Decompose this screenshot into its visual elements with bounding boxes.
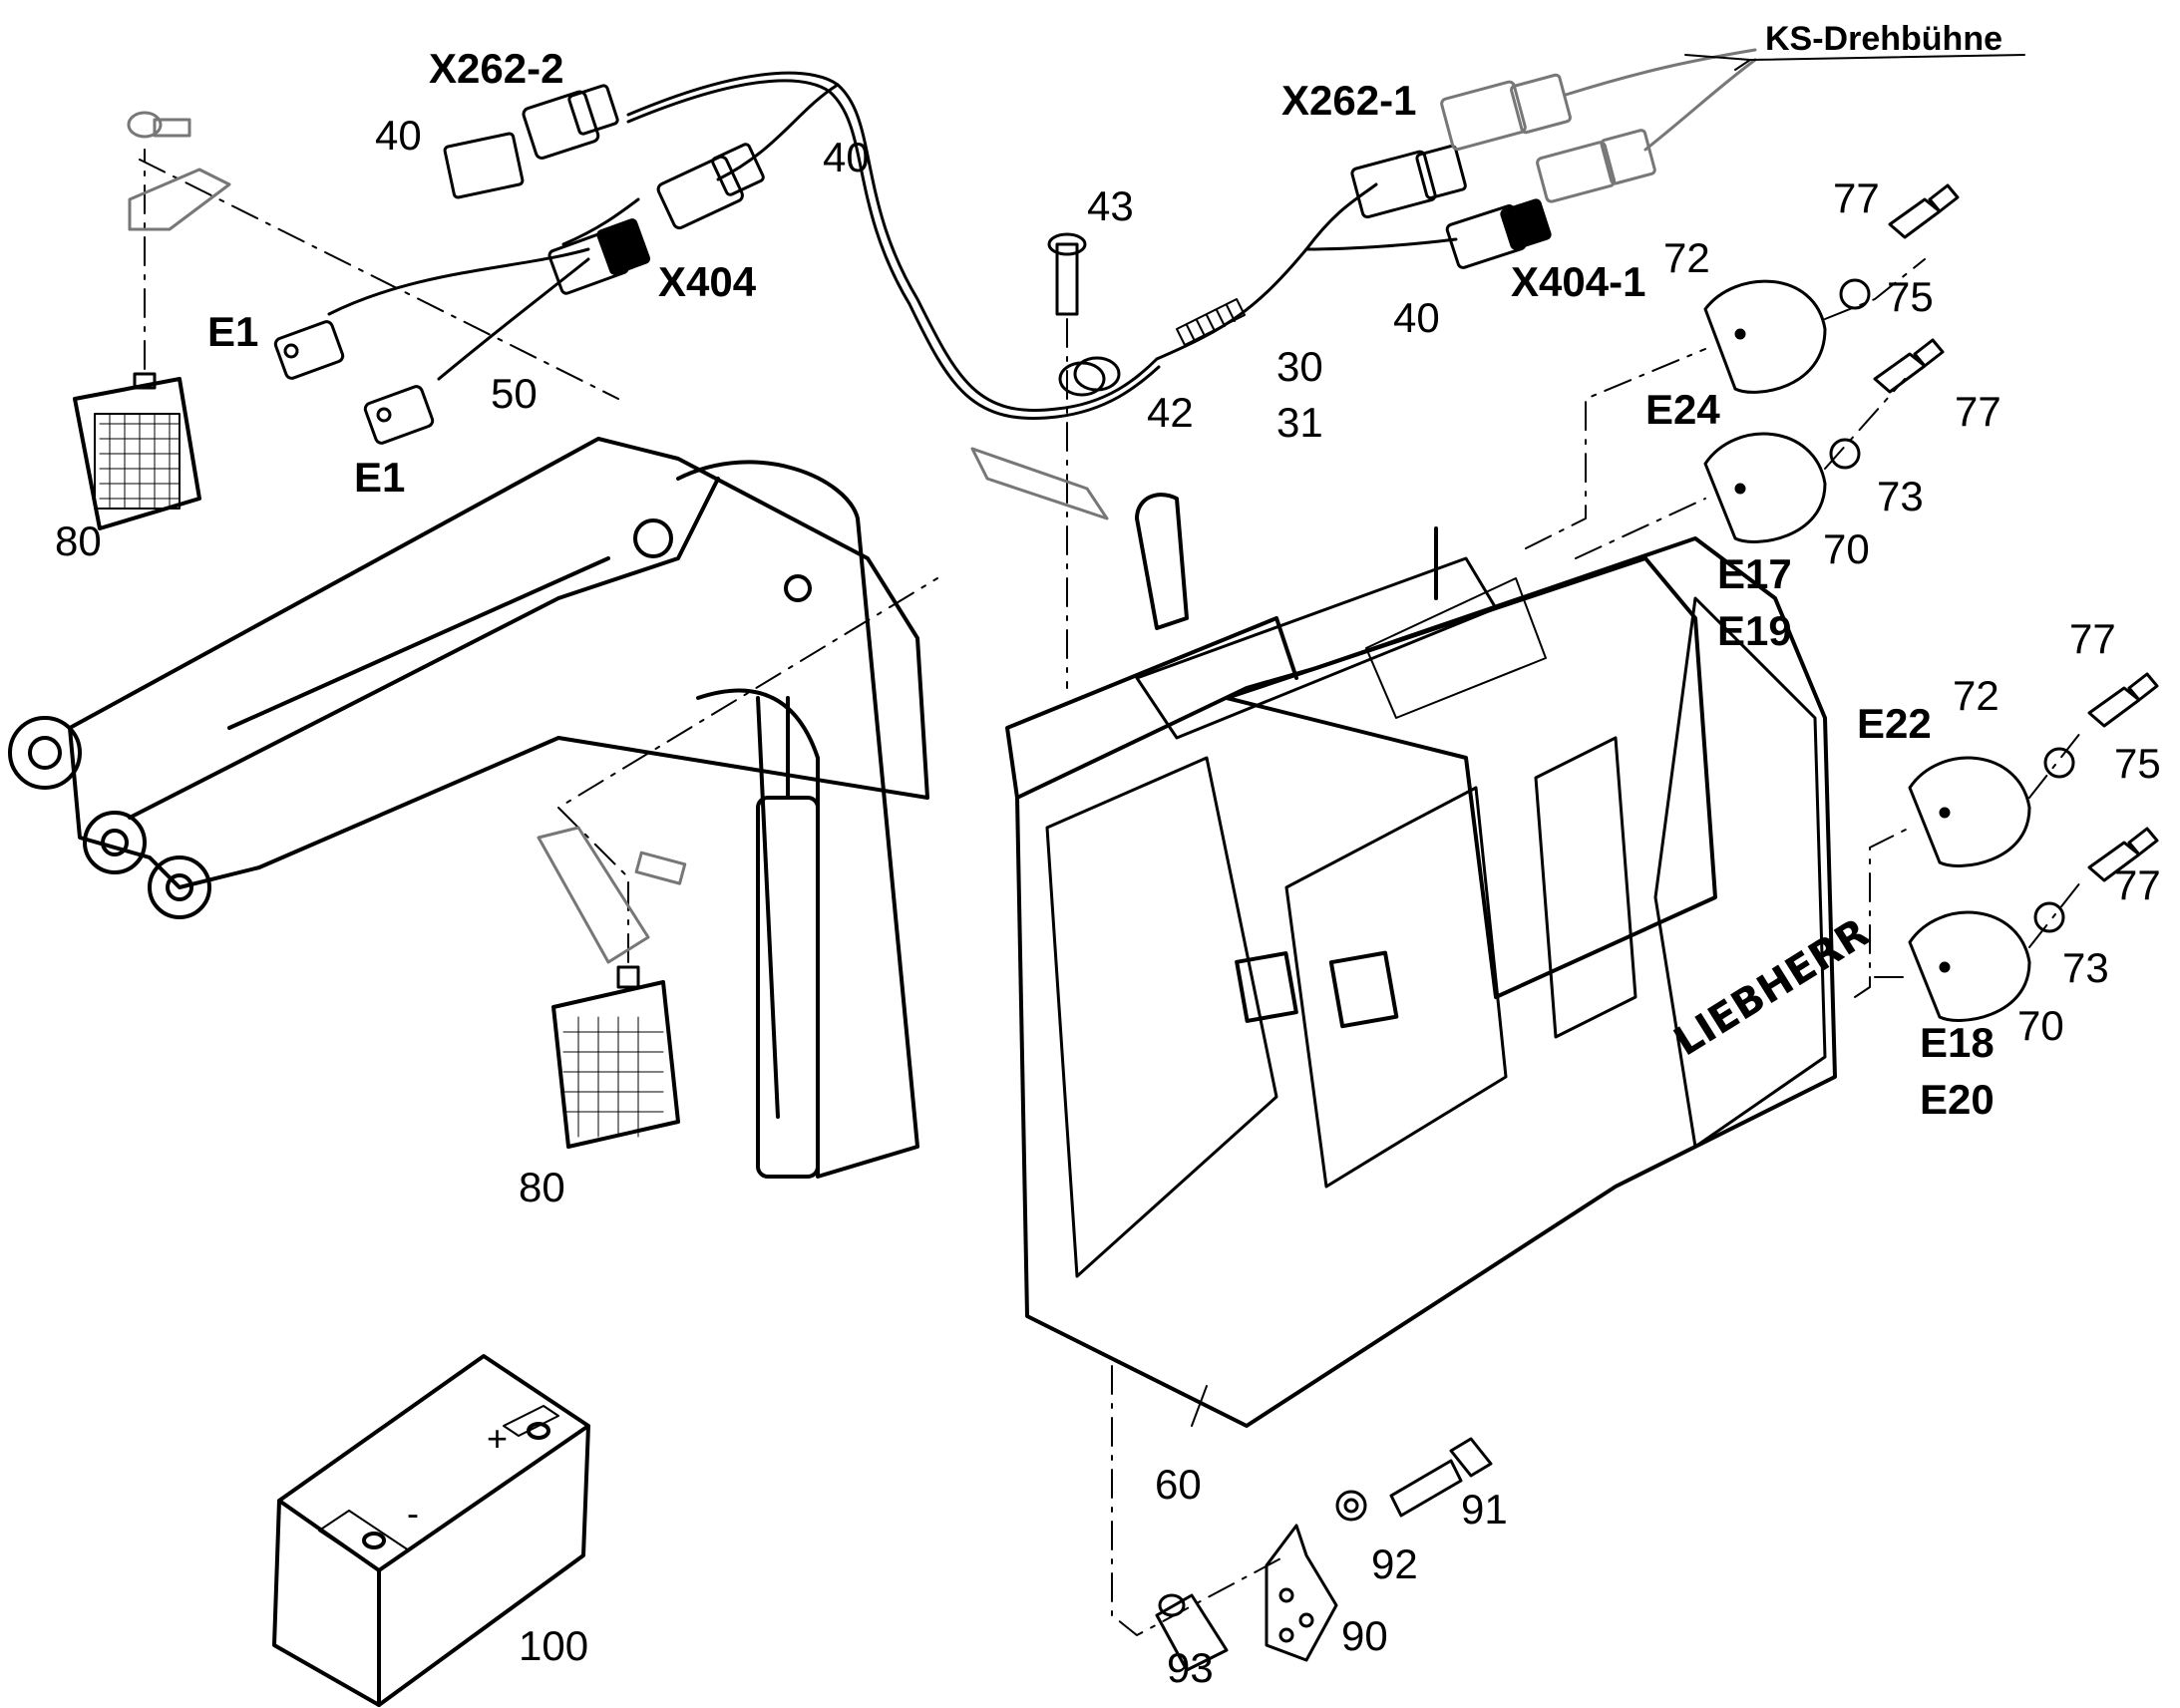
part-43: 43 bbox=[1087, 182, 1134, 229]
lamp-e17 bbox=[1703, 432, 1827, 543]
horn-bracket bbox=[1265, 1524, 1338, 1662]
part-90: 90 bbox=[1341, 1612, 1388, 1659]
part-73-a: 73 bbox=[1877, 473, 1924, 519]
part-75-b: 75 bbox=[2114, 740, 2161, 787]
part-77-a: 77 bbox=[1833, 174, 1880, 221]
excavator-boom bbox=[8, 437, 929, 1179]
part-70-b: 70 bbox=[2017, 1002, 2064, 1049]
part-50: 50 bbox=[491, 370, 538, 417]
label-e22: E22 bbox=[1857, 700, 1932, 747]
bolt-91 bbox=[1389, 1437, 1493, 1518]
label-e20: E20 bbox=[1920, 1076, 1995, 1123]
part-70-a: 70 bbox=[1823, 525, 1870, 572]
connector-x262-2 bbox=[443, 84, 619, 199]
label-e18: E18 bbox=[1920, 1019, 1995, 1066]
lamp-e18 bbox=[1908, 910, 2031, 1022]
label-e1-upper: E1 bbox=[207, 308, 259, 355]
dash-horn bbox=[1111, 1365, 1287, 1636]
dash-upper-light bbox=[139, 149, 619, 400]
part-72-a: 72 bbox=[1663, 234, 1710, 281]
bracket-upper bbox=[127, 111, 231, 231]
lamp-e22 bbox=[1908, 756, 2031, 867]
bolt-43 bbox=[1047, 232, 1087, 316]
connector-e1 bbox=[273, 320, 435, 445]
ks-leader bbox=[1684, 54, 2025, 71]
connector-x262-1 bbox=[1350, 144, 1467, 219]
leader-60 bbox=[1191, 1385, 1208, 1427]
part-100: 100 bbox=[519, 1622, 589, 1669]
part-30: 30 bbox=[1276, 343, 1323, 390]
part-77-d: 77 bbox=[2114, 861, 2161, 908]
battery bbox=[272, 1354, 590, 1707]
screws-and-bulbs bbox=[1829, 183, 2159, 933]
part-40-c: 40 bbox=[1393, 294, 1440, 341]
label-e19: E19 bbox=[1717, 607, 1792, 654]
label-x262-1: X262-1 bbox=[1281, 77, 1417, 124]
connector-ks-drehbuehne bbox=[1440, 48, 1757, 203]
excavator-cab bbox=[1005, 493, 1837, 1428]
work-light-lower bbox=[551, 965, 680, 1149]
part-77-c: 77 bbox=[2069, 615, 2116, 662]
part-91: 91 bbox=[1461, 1486, 1508, 1533]
part-42: 42 bbox=[1147, 389, 1194, 436]
part-40-b: 40 bbox=[823, 134, 870, 180]
part-40-a: 40 bbox=[375, 112, 422, 159]
label-e1-lower: E1 bbox=[354, 454, 406, 501]
label-x404: X404 bbox=[658, 258, 757, 305]
washer-92 bbox=[1335, 1490, 1367, 1522]
part-60: 60 bbox=[1155, 1461, 1202, 1508]
ks-drehbuehne-title: KS-Drehbühne bbox=[1765, 20, 2002, 58]
part-73-b: 73 bbox=[2062, 944, 2109, 991]
part-80-lower: 80 bbox=[519, 1164, 565, 1210]
horn-spacer-93 bbox=[1155, 1593, 1229, 1672]
part-75-a: 75 bbox=[1887, 273, 1934, 320]
cable-harness bbox=[327, 71, 1458, 420]
brand-logo: LIEBHERR bbox=[1666, 910, 1877, 1066]
part-93: 93 bbox=[1167, 1644, 1214, 1691]
connector-x404 bbox=[547, 143, 765, 295]
lamp-e24 bbox=[1703, 279, 1827, 394]
part-31: 31 bbox=[1276, 399, 1323, 446]
part-92: 92 bbox=[1371, 1540, 1418, 1587]
cable-clip bbox=[970, 447, 1109, 520]
part-72-b: 72 bbox=[1953, 672, 1999, 719]
connector-x404-1 bbox=[1445, 198, 1552, 269]
lamp-dash-lines bbox=[1525, 258, 2085, 998]
label-e24: E24 bbox=[1645, 386, 1720, 433]
battery-plus-mark: + bbox=[487, 1418, 509, 1459]
label-x404-1: X404-1 bbox=[1511, 258, 1646, 305]
battery-minus-mark: - bbox=[407, 1493, 419, 1534]
bracket-lower bbox=[537, 826, 687, 964]
part-80-upper: 80 bbox=[55, 517, 102, 564]
label-x262-2: X262-2 bbox=[429, 45, 564, 92]
work-light-upper bbox=[73, 372, 201, 530]
part-77-b: 77 bbox=[1955, 388, 2001, 435]
label-e17: E17 bbox=[1717, 550, 1792, 597]
